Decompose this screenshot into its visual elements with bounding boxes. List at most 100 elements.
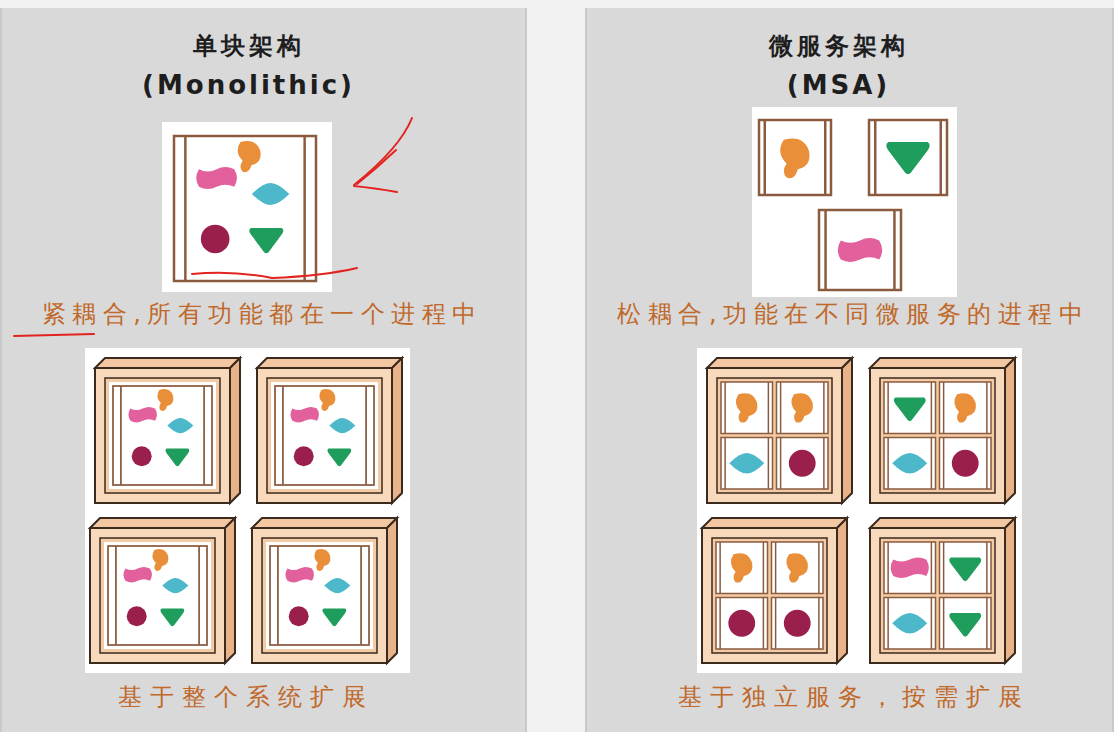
- circle-shape: [728, 610, 755, 637]
- bone-shape: [286, 567, 314, 582]
- circle-shape: [784, 610, 811, 637]
- architecture-panel: 单块架构(Monolithic)紧耦合,所有功能都在一个进程中基于整个系统扩展: [0, 8, 527, 732]
- circle-shape: [789, 450, 816, 477]
- diamond-shape: [892, 613, 927, 634]
- blob-shape: [238, 141, 261, 172]
- bone-shape: [124, 567, 152, 582]
- triangle-shape: [949, 613, 981, 637]
- triangle-shape: [327, 449, 351, 467]
- box-top: [707, 358, 852, 368]
- annotation-stroke: [354, 186, 397, 192]
- box-top: [702, 518, 847, 528]
- module-frame: [716, 598, 768, 650]
- box-side: [387, 518, 397, 663]
- triangle-shape: [894, 397, 926, 421]
- box-front: [707, 368, 842, 503]
- frame-bar: [824, 210, 827, 290]
- module-frame: [940, 438, 992, 490]
- box-opening: [262, 538, 377, 653]
- box-content: [109, 382, 216, 489]
- diamond-shape: [167, 418, 193, 433]
- circle-shape: [289, 606, 309, 626]
- microservice-illustration: [697, 107, 1022, 673]
- diamond-shape: [252, 183, 289, 205]
- circle-shape: [127, 606, 147, 626]
- annotation-stroke: [357, 150, 396, 184]
- module-frame: [777, 438, 829, 490]
- frame-bar: [940, 120, 943, 195]
- frame-bar: [887, 438, 889, 490]
- blob-shape: [152, 549, 168, 571]
- panel-title: 单块架构: [193, 32, 305, 61]
- frame-bar: [824, 120, 827, 195]
- monolithic-illustration: [85, 122, 410, 673]
- frame-bar: [763, 542, 765, 594]
- frame-bar: [360, 546, 362, 645]
- frame-bar: [184, 136, 187, 281]
- box-top: [90, 518, 235, 528]
- box-top: [252, 518, 397, 528]
- diamond-shape: [729, 453, 764, 474]
- bone-shape: [891, 557, 929, 578]
- frame-bar: [943, 542, 945, 594]
- module-frame: [108, 546, 207, 645]
- circle-shape: [294, 446, 314, 466]
- frame-bar: [764, 120, 767, 195]
- bone-shape: [196, 167, 237, 189]
- box-content: [271, 382, 378, 489]
- triangle-shape: [322, 609, 346, 627]
- frame-bar: [986, 598, 988, 650]
- annotation-underline: [192, 268, 357, 278]
- circle-shape: [201, 225, 230, 254]
- box-front: [252, 528, 387, 663]
- box-front: [702, 528, 837, 663]
- frame-bar: [775, 542, 777, 594]
- module-frame: [884, 598, 936, 650]
- blob-shape: [954, 393, 976, 422]
- blob-shape: [157, 389, 173, 411]
- module-frame: [113, 386, 212, 485]
- box-opening: [880, 378, 995, 493]
- frame-bar: [763, 598, 765, 650]
- frame-bar: [893, 210, 896, 290]
- box-side: [392, 358, 402, 503]
- frame-bar: [719, 542, 721, 594]
- box-side: [842, 358, 852, 503]
- frame-bar: [115, 546, 117, 645]
- box-opening: [712, 538, 827, 653]
- box-top: [870, 358, 1015, 368]
- panel-subtitle: (Monolithic): [142, 70, 355, 101]
- frame-bar: [823, 438, 825, 490]
- box-content: [266, 542, 373, 649]
- frame-bar: [818, 542, 820, 594]
- bone-shape: [129, 407, 157, 422]
- triangle-shape: [949, 557, 981, 581]
- module-frame: [275, 386, 374, 485]
- module-frame: [884, 438, 936, 490]
- bone-shape: [291, 407, 319, 422]
- box-top: [257, 358, 402, 368]
- triangle-shape: [160, 609, 184, 627]
- frame-bar: [724, 438, 726, 490]
- box-opening: [880, 538, 995, 653]
- frame-bar: [282, 386, 284, 485]
- blob-shape: [731, 553, 753, 582]
- frame-bar: [887, 542, 889, 594]
- frame-bar: [724, 382, 726, 434]
- frame-bar: [780, 382, 782, 434]
- box-side: [837, 518, 847, 663]
- frame-bar: [943, 598, 945, 650]
- frame-bar: [719, 598, 721, 650]
- frame-bar: [931, 542, 933, 594]
- circle-shape: [132, 446, 152, 466]
- frame-bar: [931, 598, 933, 650]
- module-frame: [772, 542, 824, 594]
- illustration-ground: [697, 348, 1022, 673]
- module-frame: [940, 598, 992, 650]
- scaling-note: 基于整个系统扩展: [118, 683, 374, 712]
- module-frame: [174, 136, 316, 281]
- blob-shape: [319, 389, 335, 411]
- blob-shape: [791, 393, 813, 422]
- module-frame: [772, 598, 824, 650]
- blob-shape: [786, 553, 808, 582]
